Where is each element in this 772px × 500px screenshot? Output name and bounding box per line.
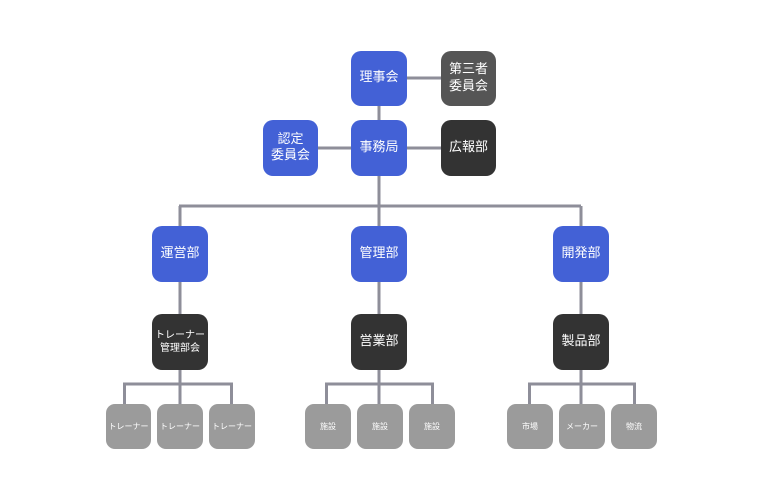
node-management-dept: 管理部 <box>351 226 407 282</box>
node-board: 理事会 <box>351 51 407 106</box>
node-secretariat: 事務局 <box>351 120 407 176</box>
node-trainer-committee: トレーナー 管理部会 <box>152 314 208 370</box>
node-product-dept: 製品部 <box>553 314 609 370</box>
node-trainer-2: トレーナー <box>157 404 203 449</box>
node-third-party-committee: 第三者 委員会 <box>441 51 496 106</box>
node-sales-dept: 営業部 <box>351 314 407 370</box>
node-logistics: 物流 <box>611 404 657 449</box>
node-facility-1: 施設 <box>305 404 351 449</box>
node-operations-dept: 運営部 <box>152 226 208 282</box>
node-maker: メーカー <box>559 404 605 449</box>
node-trainer-1: トレーナー <box>106 404 151 449</box>
node-trainer-3: トレーナー <box>209 404 255 449</box>
node-pr-dept: 広報部 <box>441 120 496 176</box>
node-facility-2: 施設 <box>357 404 403 449</box>
node-development-dept: 開発部 <box>553 226 609 282</box>
node-certification-committee: 認定 委員会 <box>263 120 318 176</box>
node-market: 市場 <box>507 404 553 449</box>
node-facility-3: 施設 <box>409 404 455 449</box>
